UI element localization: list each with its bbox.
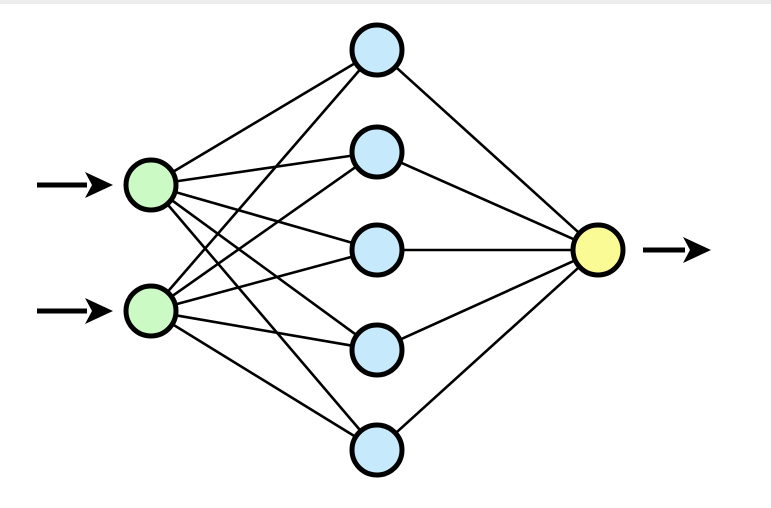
edge-h1-o1 [394,66,581,234]
edge-h4-o1 [399,259,576,341]
node-h2[interactable] [349,124,405,180]
node-h4[interactable] [349,322,405,378]
top-border-strip [0,0,771,4]
edge-i1-h1 [172,62,356,173]
input-layer-node-circle[interactable] [123,157,179,213]
node-i1[interactable] [123,157,179,213]
edge-h5-o1 [394,266,581,434]
hidden-layer-node-circle[interactable] [349,422,405,478]
node-h1[interactable] [349,22,405,78]
output-arrow [643,237,711,263]
edge-i2-h5 [171,323,357,438]
edge-i1-h2 [175,154,353,183]
input-arrow-2-head [85,298,113,324]
io-arrows-group [37,172,711,324]
node-o1[interactable] [570,222,626,278]
input-arrow-1-head [85,172,113,198]
edges-group [166,62,581,438]
nodes-group [123,22,626,478]
input-arrow-2 [37,298,113,324]
output-layer-node-circle[interactable] [570,222,626,278]
edge-h2-o1 [399,161,576,241]
edge-i2-h3 [174,255,354,306]
edge-i2-h2 [170,165,358,298]
edge-i1-h4 [170,199,358,336]
node-h5[interactable] [349,422,405,478]
hidden-layer-node-circle[interactable] [349,124,405,180]
edge-i2-h4 [175,314,353,347]
edge-i2-h1 [166,68,362,293]
node-i2[interactable] [123,283,179,339]
edge-i1-h5 [166,203,362,432]
input-arrow-1 [37,172,113,198]
hidden-layer-node-circle[interactable] [349,322,405,378]
edge-i1-h3 [174,190,354,245]
output-arrow-head [683,237,711,263]
hidden-layer-node-circle[interactable] [349,22,405,78]
input-layer-node-circle[interactable] [123,283,179,339]
hidden-layer-node-circle[interactable] [349,222,405,278]
node-h3[interactable] [349,222,405,278]
